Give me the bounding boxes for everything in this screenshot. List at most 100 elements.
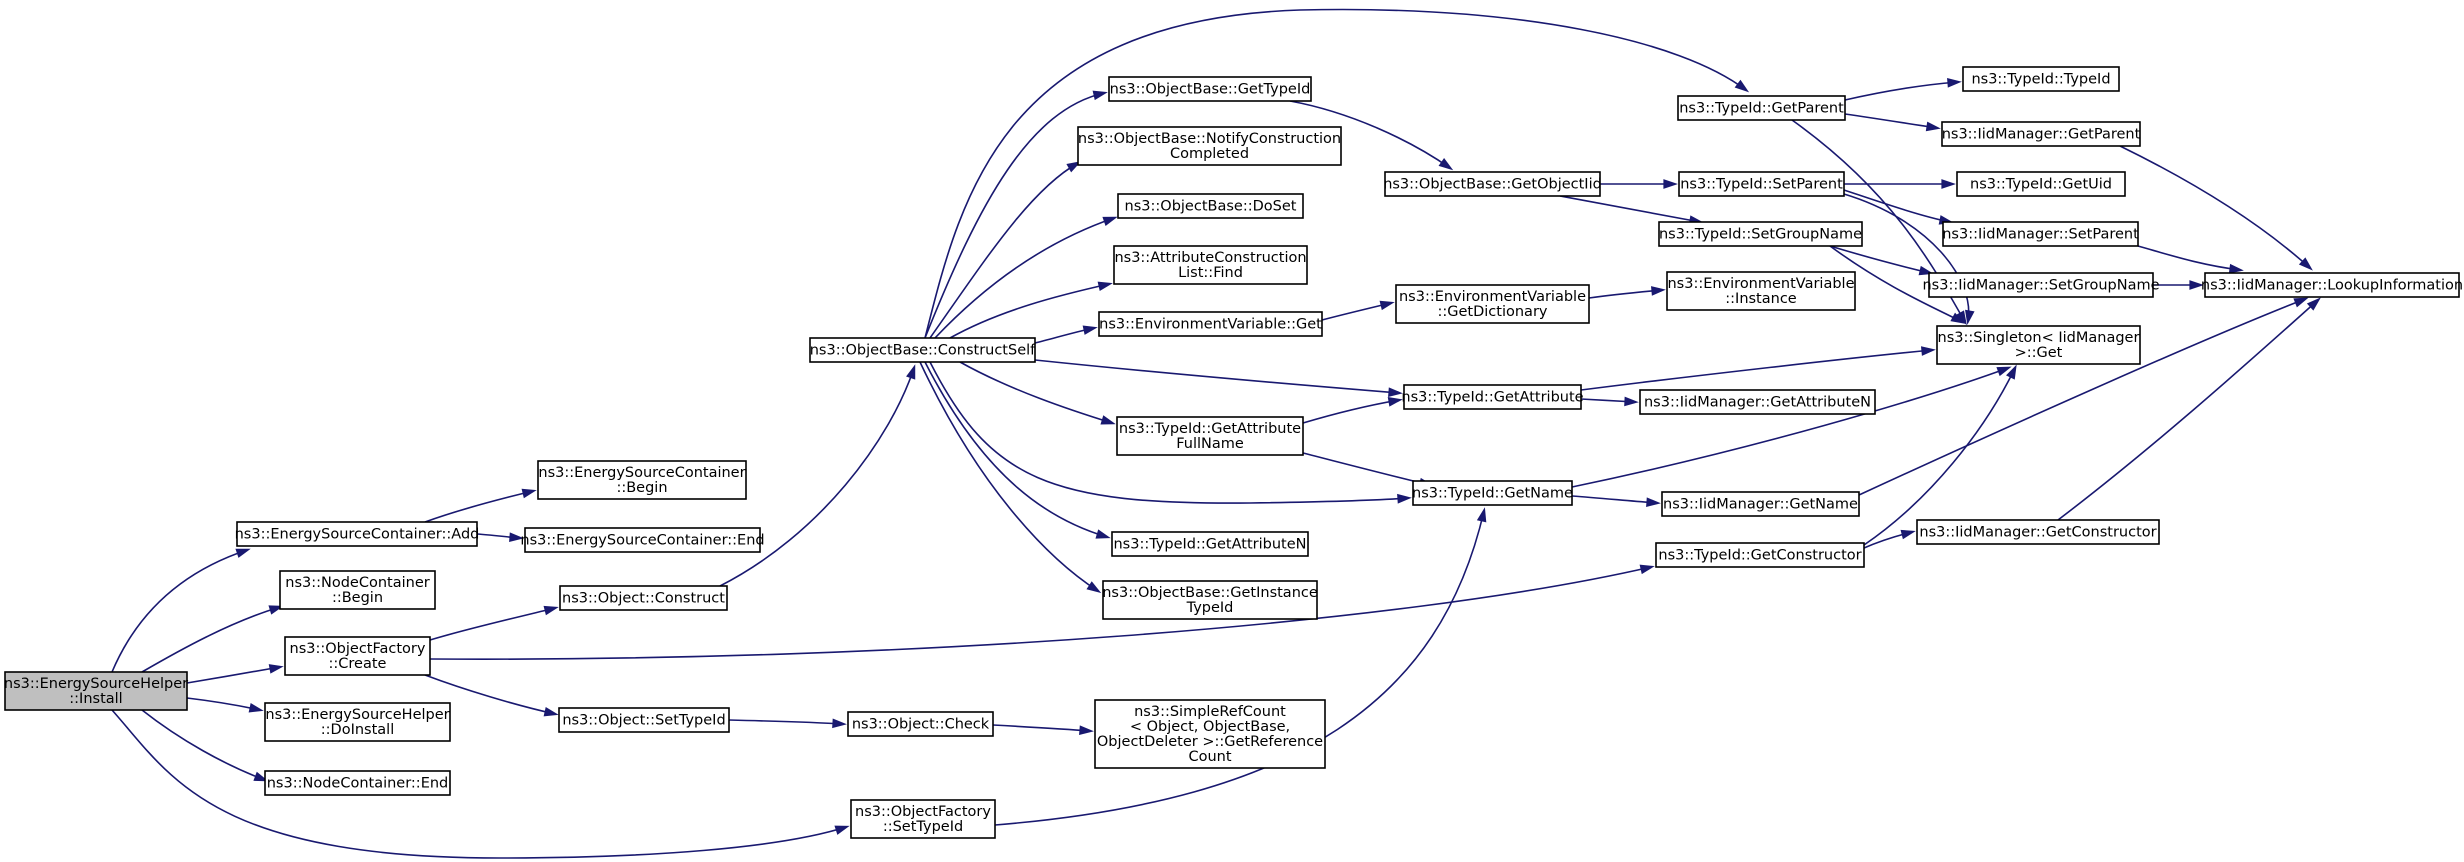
node-label: ns3::IidManager::GetAttributeN [1644, 395, 1871, 411]
edge-obGetTypeId-to-obGetObjectIid [1289, 100, 1454, 171]
node-box [264, 702, 451, 742]
node-box [524, 527, 761, 553]
node-label: ns3::TypeId::GetAttribute [1401, 390, 1583, 406]
edge-ofSetTypeId-to-tidGetName [994, 507, 1487, 826]
node-label: ::Instance [1725, 291, 1797, 307]
node-singletonGet[interactable]: ns3::Singleton< IidManager >::Get [1936, 325, 2141, 365]
node-label: ns3::EnergySourceHelper [4, 676, 188, 692]
node-tidTypeId[interactable]: ns3::TypeId::TypeId [1962, 66, 2120, 92]
edge-escAdd-to-escEnd [476, 532, 524, 543]
node-label: ns3::TypeId::GetAttribute [1119, 421, 1301, 437]
node-box [279, 570, 436, 610]
node-box [1098, 311, 1323, 337]
edge-ofCreate-to-objSetTypeId [424, 674, 559, 717]
node-box [264, 770, 451, 796]
arrowhead [1900, 529, 1916, 540]
node-ofCreate[interactable]: ns3::ObjectFactory::Create [284, 636, 431, 676]
edge-tidGetName-to-singletonGet [1571, 366, 2012, 488]
node-obDoSet[interactable]: ns3::ObjectBase::DoSet [1117, 193, 1304, 219]
node-tidGetUid[interactable]: ns3::TypeId::GetUid [1956, 171, 2126, 197]
node-tidGetConstructor[interactable]: ns3::TypeId::GetConstructor [1655, 542, 1865, 568]
node-iidGetParent[interactable]: ns3::IidManager::GetParent [1941, 121, 2141, 147]
arrowhead [1734, 79, 1750, 93]
edge-obConstructSelf-to-tidGetParent [924, 8, 1750, 339]
arrowhead [1079, 725, 1094, 735]
node-box [847, 711, 994, 737]
node-box [558, 707, 730, 733]
arrowhead [1379, 300, 1395, 311]
node-label: ::Begin [616, 480, 667, 496]
node-tidGetName[interactable]: ns3::TypeId::GetName [1412, 480, 1573, 506]
node-escBegin[interactable]: ns3::EnergySourceContainer::Begin [537, 460, 747, 500]
node-objConstruct[interactable]: ns3::Object::Construct [559, 585, 728, 611]
arrowhead [1092, 90, 1108, 101]
node-iidGetName[interactable]: ns3::IidManager::GetName [1661, 491, 1860, 517]
node-box [1116, 416, 1304, 456]
node-eshDoInstall[interactable]: ns3::EnergySourceHelper::DoInstall [264, 702, 451, 742]
edge-obGetObjectIid-to-tidSetGroupName [1559, 195, 1704, 225]
node-iidGetAttributeN[interactable]: ns3::IidManager::GetAttributeN [1639, 389, 1876, 415]
node-obNotify[interactable]: ns3::ObjectBase::NotifyConstructionCompl… [1077, 126, 1342, 166]
arrowhead [543, 706, 559, 717]
node-iidGetConstructor[interactable]: ns3::IidManager::GetConstructor [1916, 519, 2160, 545]
node-srcGetRef[interactable]: ns3::SimpleRefCount< Object, ObjectBase,… [1094, 699, 1326, 769]
node-label: ns3::IidManager::GetConstructor [1919, 525, 2156, 541]
node-label: ns3::EnvironmentVariable::Get [1099, 317, 1322, 333]
node-install[interactable]: ns3::EnergySourceHelper::Install [4, 671, 188, 711]
node-tidGetParent[interactable]: ns3::TypeId::GetParent [1677, 95, 1846, 121]
edge-escAdd-to-escBegin [424, 488, 537, 523]
node-obGetObjectIid[interactable]: ns3::ObjectBase::GetObjectIid [1383, 171, 1602, 197]
edge-install-to-ofSetTypeId [111, 709, 850, 859]
node-evGetDict[interactable]: ns3::EnvironmentVariable::GetDictionary [1395, 284, 1590, 324]
edge-ofCreate-to-objConstruct [429, 605, 559, 641]
node-box [1661, 491, 1860, 517]
edge-obConstructSelf-to-evGet [1034, 325, 1098, 344]
node-box [1936, 325, 2141, 365]
arrowhead [1476, 507, 1487, 523]
edge-objSetTypeId-to-objCheck [728, 718, 847, 729]
node-escEnd[interactable]: ns3::EnergySourceContainer::End [520, 527, 765, 553]
node-objCheck[interactable]: ns3::Object::Check [847, 711, 994, 737]
node-tidGetAttrN[interactable]: ns3::TypeId::GetAttributeN [1111, 531, 1309, 557]
arrowhead [1082, 325, 1098, 335]
node-box [559, 585, 728, 611]
node-tidSetParent[interactable]: ns3::TypeId::SetParent [1678, 171, 1845, 197]
node-box [1916, 519, 2160, 545]
node-ncEnd[interactable]: ns3::NodeContainer::End [264, 770, 451, 796]
arrowhead [1920, 346, 1936, 356]
node-label: ns3::TypeId::SetGroupName [1659, 227, 1862, 243]
node-obConstructSelf[interactable]: ns3::ObjectBase::ConstructSelf [809, 337, 1036, 363]
node-label: < Object, ObjectBase, [1130, 719, 1290, 735]
node-box [1113, 245, 1308, 285]
arrowhead [1388, 387, 1403, 397]
edge-tidSetParent-to-tidGetUid [1844, 179, 1956, 189]
node-label: ns3::IidManager::SetGroupName [1922, 278, 2159, 294]
node-iidSetGroupName[interactable]: ns3::IidManager::SetGroupName [1922, 272, 2160, 298]
node-label: ::Begin [332, 590, 383, 606]
edge-install-to-escAdd [111, 548, 251, 673]
node-ofSetTypeId[interactable]: ns3::ObjectFactory::SetTypeId [850, 799, 996, 839]
node-evInstance[interactable]: ns3::EnvironmentVariable::Instance [1666, 271, 1856, 311]
node-objSetTypeId[interactable]: ns3::Object::SetTypeId [558, 707, 730, 733]
arrowhead [1639, 564, 1655, 575]
node-label: ns3::TypeId::GetName [1412, 486, 1573, 502]
node-escAdd[interactable]: ns3::EnergySourceContainer::Add [235, 521, 480, 547]
node-obGetTypeId[interactable]: ns3::ObjectBase::GetTypeId [1108, 76, 1312, 102]
arrowhead [2298, 257, 2313, 271]
node-label: ns3::TypeId::TypeId [1971, 72, 2110, 88]
node-label: Count [1188, 749, 1231, 765]
node-evGet[interactable]: ns3::EnvironmentVariable::Get [1098, 311, 1323, 337]
node-ncBegin[interactable]: ns3::NodeContainer::Begin [279, 570, 436, 610]
node-box [1384, 171, 1601, 197]
node-iidLookup[interactable]: ns3::IidManager::LookupInformation [2201, 272, 2463, 298]
edge-obConstructSelf-to-tidGetName [929, 361, 1412, 504]
node-label: ns3::IidManager::LookupInformation [2201, 278, 2463, 294]
node-tidGetAttribute[interactable]: ns3::TypeId::GetAttribute [1401, 384, 1584, 410]
edge-tidSetGroupName-to-iidSetGroupName [1829, 245, 1934, 276]
node-tidSetGroupName[interactable]: ns3::TypeId::SetGroupName [1658, 221, 1863, 247]
arrowhead [268, 605, 284, 615]
node-iidSetParent[interactable]: ns3::IidManager::SetParent [1942, 221, 2139, 247]
